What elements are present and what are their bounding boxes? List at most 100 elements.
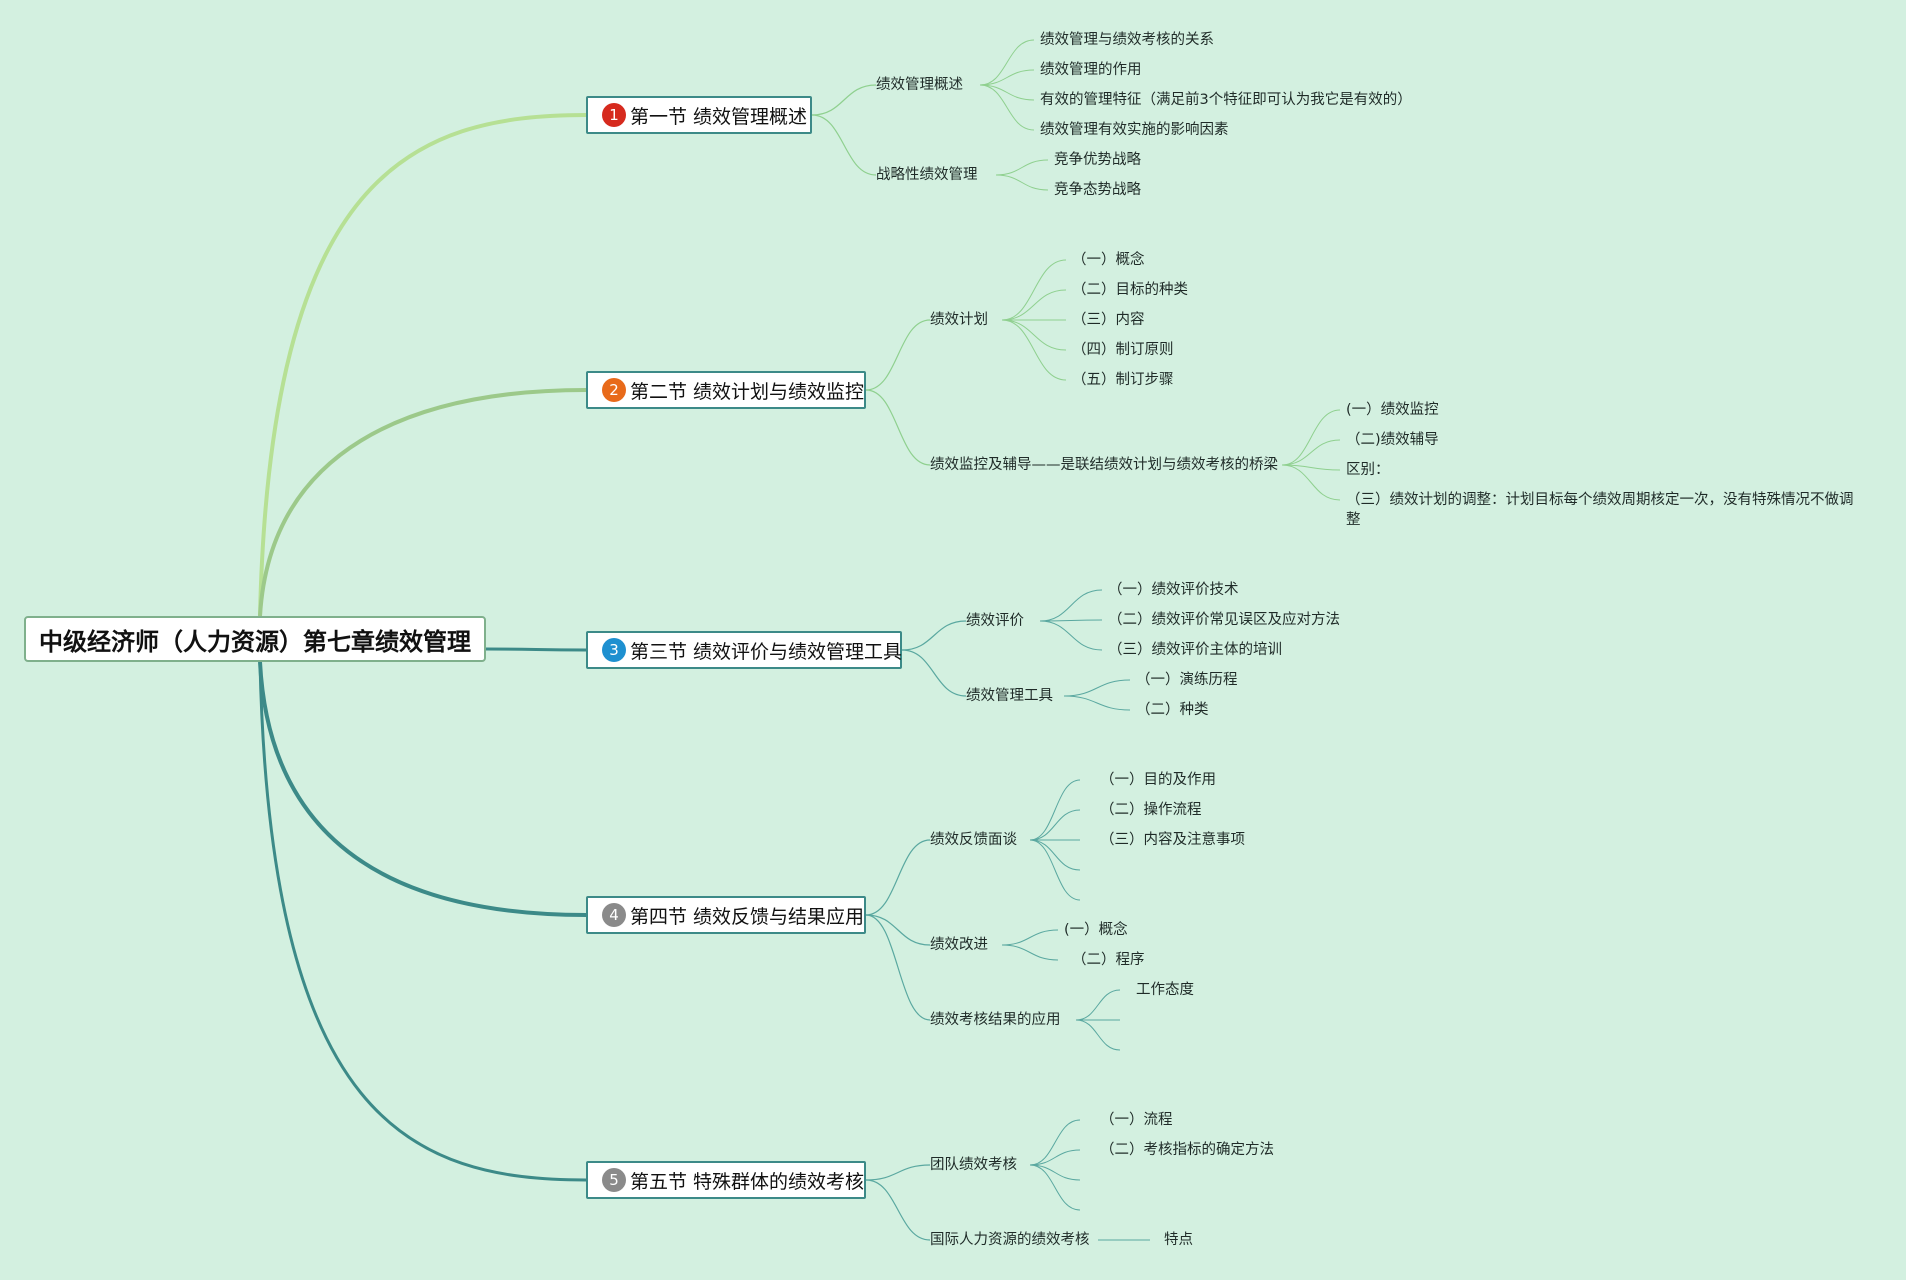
branch-line — [1001, 289, 1067, 321]
branch-line — [865, 389, 931, 466]
branch-line — [865, 319, 931, 391]
leaf-item[interactable]: （三）内容 — [1072, 312, 1145, 328]
branch-line — [811, 84, 877, 116]
branch-line — [1063, 679, 1131, 697]
topic-performance-plan[interactable]: 绩效计划 — [930, 312, 988, 328]
leaf-item[interactable]: （二）考核指标的确定方法 — [1100, 1142, 1274, 1158]
topic-result-application[interactable]: 绩效考核结果的应用 — [930, 1012, 1061, 1028]
topic-strategic-performance[interactable]: 战略性绩效管理 — [876, 167, 978, 183]
root-topic[interactable]: 中级经济师（人力资源）第七章绩效管理 — [24, 616, 486, 662]
topic-performance-monitoring[interactable]: 绩效监控及辅导——是联结绩效计划与绩效考核的桥梁 — [930, 457, 1278, 473]
branch-line — [1001, 944, 1059, 961]
branch-line — [865, 914, 931, 946]
number-badge-3: 3 — [602, 638, 626, 662]
leaf-item[interactable]: 绩效管理的作用 — [1040, 62, 1142, 78]
leaf-item[interactable]: （二）目标的种类 — [1072, 282, 1188, 298]
section-5-title: 第五节 特殊群体的绩效考核 — [630, 1170, 865, 1193]
branch-line — [901, 620, 967, 651]
branch-line — [1029, 809, 1081, 841]
section-3-node[interactable]: 3 第三节 绩效评价与绩效管理工具 — [586, 631, 902, 669]
section-4-node[interactable]: 4 第四节 绩效反馈与结果应用 — [586, 896, 866, 934]
branch-line — [1281, 464, 1341, 501]
branch-line — [1029, 779, 1081, 841]
leaf-item[interactable]: （三）绩效评价主体的培训 — [1108, 642, 1282, 658]
branch-line — [1029, 1164, 1081, 1211]
number-badge-2: 2 — [602, 378, 626, 402]
leaf-item[interactable]: （一）目的及作用 — [1100, 772, 1216, 788]
topic-feedback-interview[interactable]: 绩效反馈面谈 — [930, 832, 1017, 848]
leaf-item[interactable]: 有效的管理特征（满足前3个特征即可认为我它是有效的） — [1040, 92, 1412, 108]
leaf-item[interactable]: （一）概念 — [1072, 252, 1145, 268]
leaf-item[interactable]: （五）制订步骤 — [1072, 372, 1174, 388]
leaf-item[interactable]: 工作态度 — [1136, 982, 1194, 998]
leaf-item[interactable]: （三）内容及注意事项 — [1100, 832, 1245, 848]
section-2-node[interactable]: 2 第二节 绩效计划与绩效监控 — [586, 371, 866, 409]
branch-line — [995, 159, 1049, 176]
section-5-node[interactable]: 5 第五节 特殊群体的绩效考核 — [586, 1161, 866, 1199]
branch-root-to-section-5 — [258, 661, 587, 1182]
branch-line — [1039, 620, 1103, 651]
branch-root-to-section-2 — [258, 388, 587, 617]
branch-root-to-section-1 — [258, 113, 587, 617]
branch-line — [1039, 619, 1103, 622]
leaf-item[interactable]: （三）绩效计划的调整：计划目标每个绩效周期核定一次，没有特殊情况不做调整 — [1346, 492, 1854, 528]
branch-line — [1075, 1019, 1121, 1051]
section-4-title: 第四节 绩效反馈与结果应用 — [630, 905, 865, 928]
branch-line — [1029, 839, 1081, 871]
branch-line — [979, 39, 1035, 86]
number-badge-1: 1 — [602, 103, 626, 127]
branch-line — [1075, 989, 1121, 1021]
branch-line — [865, 914, 931, 1021]
branch-line — [1063, 695, 1131, 711]
branch-line — [865, 1179, 931, 1241]
section-3-title: 第三节 绩效评价与绩效管理工具 — [630, 640, 903, 663]
leaf-item[interactable]: 竞争态势战略 — [1054, 182, 1141, 198]
branch-root-to-section-4 — [258, 661, 587, 917]
branch-line — [1029, 839, 1081, 901]
branch-line — [1001, 319, 1067, 381]
number-badge-4: 4 — [602, 903, 626, 927]
leaf-item[interactable]: （二）程序 — [1072, 952, 1145, 968]
topic-team-appraisal[interactable]: 团队绩效考核 — [930, 1157, 1017, 1173]
leaf-item[interactable]: 绩效管理有效实施的影响因素 — [1040, 122, 1229, 138]
topic-performance-improvement[interactable]: 绩效改进 — [930, 937, 988, 953]
section-1-node[interactable]: 1 第一节 绩效管理概述 — [586, 96, 812, 134]
topic-performance-overview[interactable]: 绩效管理概述 — [876, 77, 963, 93]
topic-international-hr-appraisal[interactable]: 国际人力资源的绩效考核 — [930, 1232, 1090, 1248]
leaf-item[interactable]: （一）流程 — [1100, 1112, 1173, 1128]
section-1-title: 第一节 绩效管理概述 — [630, 105, 808, 128]
branch-line — [1039, 589, 1103, 622]
leaf-item[interactable]: （二）种类 — [1136, 702, 1209, 718]
leaf-item[interactable]: (一）绩效监控 — [1346, 402, 1439, 418]
leaf-item[interactable]: （二）绩效评价常见误区及应对方法 — [1108, 612, 1340, 628]
leaf-item[interactable]: 区别： — [1346, 462, 1390, 478]
leaf-item[interactable]: （一）演练历程 — [1136, 672, 1238, 688]
topic-performance-tools[interactable]: 绩效管理工具 — [966, 688, 1053, 704]
branch-line — [979, 84, 1035, 101]
branch-line — [811, 114, 877, 176]
section-2-title: 第二节 绩效计划与绩效监控 — [630, 380, 865, 403]
branch-line — [1001, 319, 1067, 351]
number-badge-5: 5 — [602, 1168, 626, 1192]
leaf-item[interactable]: （四）制订原则 — [1072, 342, 1174, 358]
leaf-item[interactable]: 竞争优势战略 — [1054, 152, 1141, 168]
leaf-item[interactable]: 特点 — [1164, 1232, 1193, 1248]
branch-line — [979, 69, 1035, 86]
leaf-item[interactable]: （一）绩效评价技术 — [1108, 582, 1239, 598]
branch-line — [979, 84, 1035, 131]
branch-line — [1281, 464, 1341, 471]
leaf-item[interactable]: 绩效管理与绩效考核的关系 — [1040, 32, 1214, 48]
branch-line — [1281, 409, 1341, 466]
leaf-item[interactable]: (一）概念 — [1064, 922, 1128, 938]
leaf-item[interactable]: （二)绩效辅导 — [1346, 432, 1439, 448]
branch-line — [901, 649, 967, 697]
leaf-item[interactable]: （二）操作流程 — [1100, 802, 1202, 818]
topic-performance-evaluation[interactable]: 绩效评价 — [966, 613, 1024, 629]
branch-line — [865, 839, 931, 916]
branch-line — [1281, 439, 1341, 466]
branch-root-to-section-3 — [485, 647, 587, 652]
branch-line — [1001, 259, 1067, 321]
branch-line — [1001, 929, 1059, 946]
